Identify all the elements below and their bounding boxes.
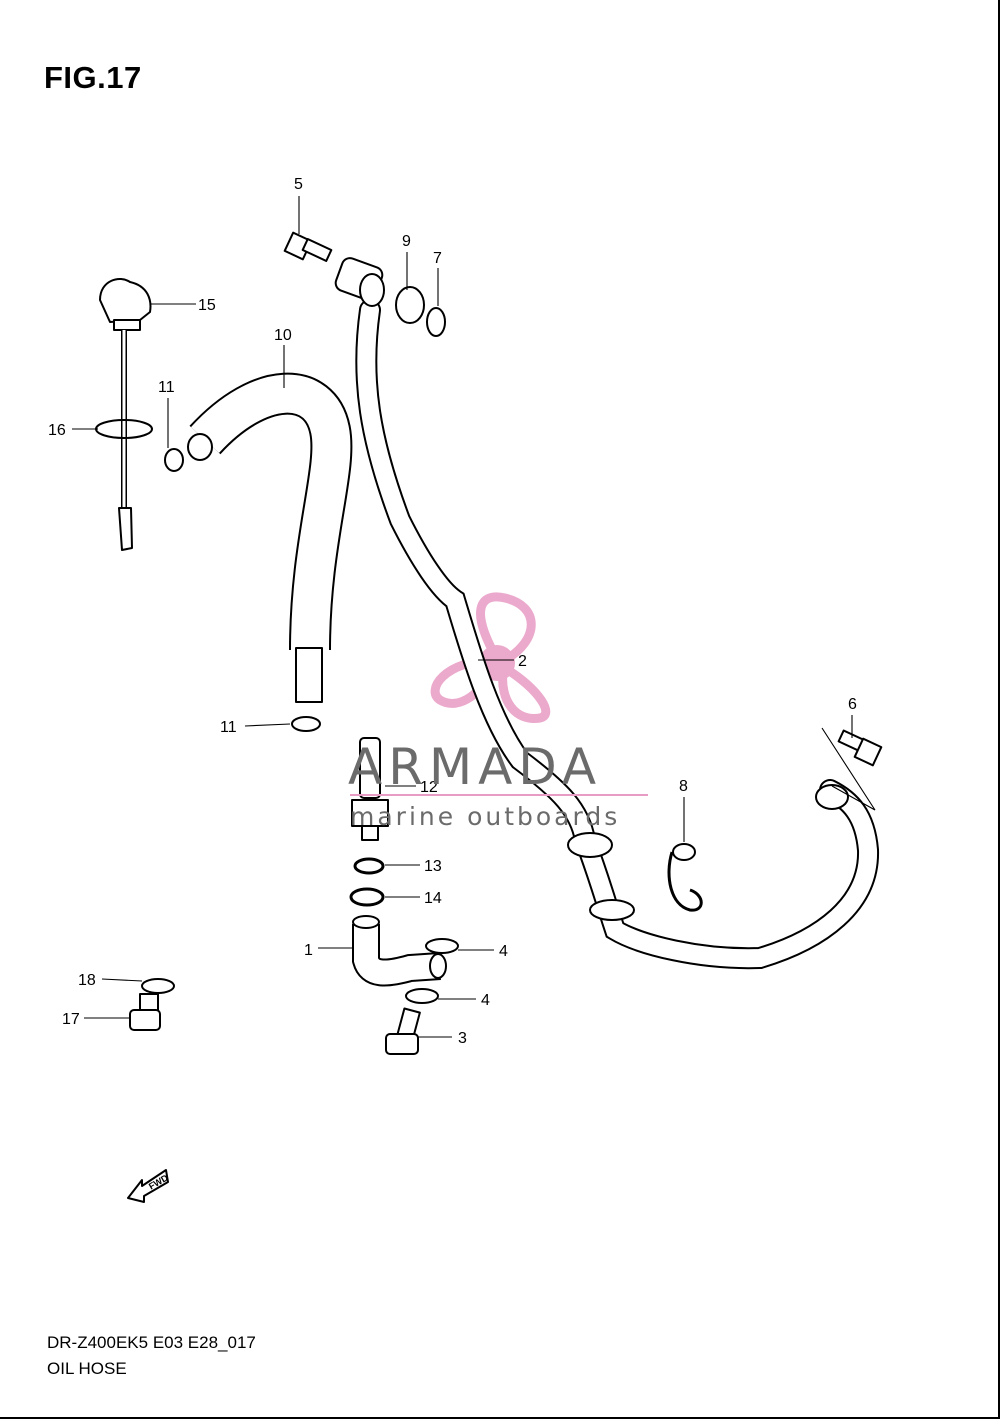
oil-filler-cap-15 [99,278,152,331]
drain-bolt-17 [129,993,161,1031]
callout-6: 6 [848,696,857,713]
clamp-11-lower [291,716,321,732]
clamp-14 [349,887,385,907]
callout-8: 8 [679,778,688,795]
callout-11-upper: 11 [158,379,175,396]
watermark-tagline: marine outboards [350,802,620,831]
hose-clamp-8 [667,843,703,912]
callout-14: 14 [424,890,442,907]
callout-11-lower: 11 [220,719,237,736]
callout-13: 13 [424,858,442,875]
leader-lines [72,196,876,1038]
bolt-6 [837,729,883,767]
collar-9 [395,286,425,324]
diagram-code: DR-Z400EK5 E03 E28_017 [47,1333,256,1352]
watermark: ARMADA marine outboards [348,738,648,831]
gasket-13 [353,857,385,875]
breather-hose-10 [187,372,353,703]
union-bolt-12 [351,737,389,841]
callout-18: 18 [78,972,96,989]
o-ring-7 [426,307,446,337]
callout-labels: 1 2 3 4 4 5 6 7 8 9 10 11 11 12 13 14 15… [48,176,857,1047]
callout-7: 7 [433,250,442,267]
washer-4-upper [425,938,459,954]
callout-4-lower: 4 [481,992,490,1009]
callout-1: 1 [304,942,313,959]
gasket-18 [141,978,175,994]
clamp-11-upper [164,448,184,472]
callout-17: 17 [62,1011,80,1028]
callout-16: 16 [48,422,66,439]
bolt-5 [283,231,333,262]
callout-15: 15 [198,297,216,314]
oil-hose-2 [355,299,880,970]
callout-2: 2 [518,653,527,670]
dipstick-16 [95,330,153,551]
callout-9: 9 [402,233,411,250]
watermark-brand: ARMADA [348,738,602,796]
callout-10: 10 [274,327,292,344]
fwd-arrow-icon: FWD [127,1169,170,1203]
callout-4-upper: 4 [499,943,508,960]
washer-4-lower [405,988,439,1004]
diagram-caption: OIL HOSE [47,1359,127,1378]
callout-12: 12 [420,779,438,796]
union-bolt-3 [385,1007,421,1055]
callout-3: 3 [458,1030,467,1047]
banjo-fitting [334,257,385,307]
callout-5: 5 [294,176,303,193]
hose-1 [352,915,447,987]
figure-title: FIG.17 [44,60,142,95]
